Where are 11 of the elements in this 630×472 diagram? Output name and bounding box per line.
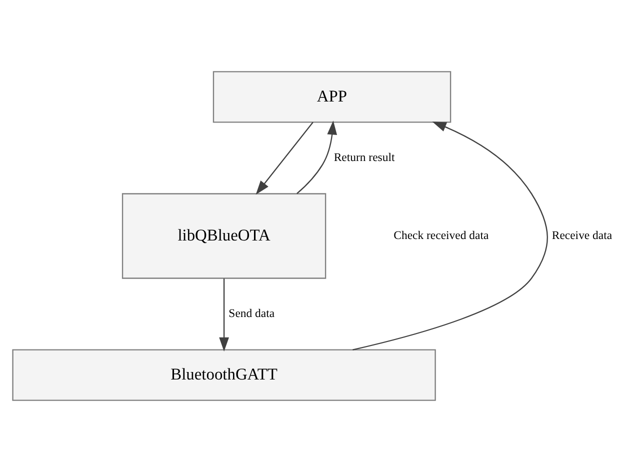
arrow: [219, 278, 229, 352]
edge-label: Send data: [228, 306, 275, 320]
edge-label: Return result: [334, 150, 395, 164]
arrow: [352, 122, 548, 350]
edge-label: Receive data: [552, 228, 612, 242]
label: Check received data: [394, 228, 489, 242]
arrow: [296, 120, 338, 194]
node-box: BluetoothGATT: [12, 349, 436, 401]
node-box: APP: [212, 71, 452, 123]
arrow: [256, 122, 314, 195]
node-box: libQBlueOTA: [122, 193, 326, 279]
